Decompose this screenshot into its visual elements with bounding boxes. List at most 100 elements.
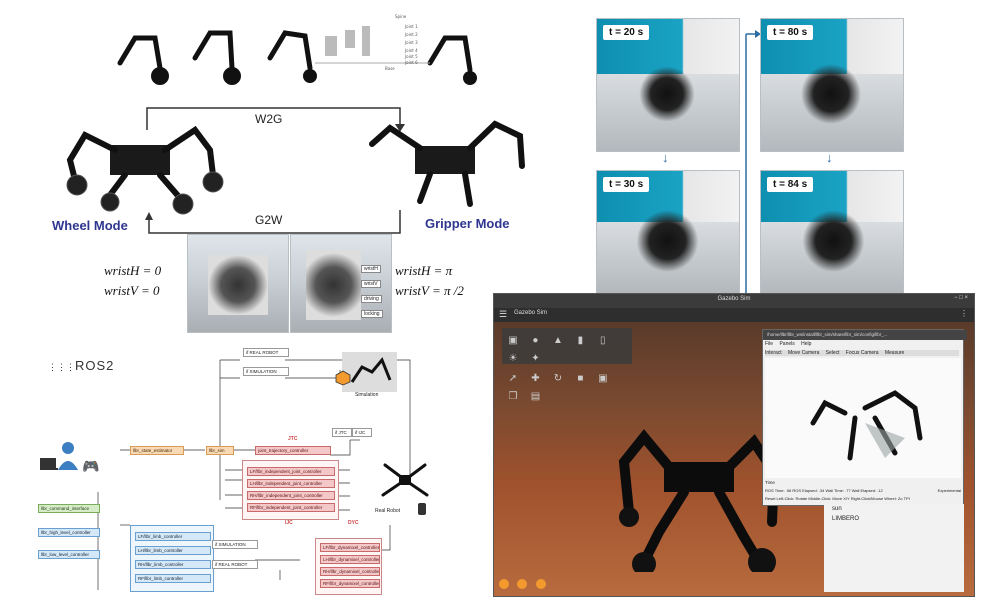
high-level-controller-node: llbr_high_level_controller (38, 528, 100, 537)
mini-label: Joint 4 (404, 48, 418, 53)
select-tool-icon[interactable]: ➚ (508, 373, 518, 384)
cylinder-tool-icon[interactable]: ▮ (577, 335, 584, 346)
real-robot-switch: if REAL ROBOT (243, 348, 289, 357)
dyc-group: LF/llbr_dynamixel_controller LH/llbr_dyn… (315, 538, 382, 595)
copy-tool-icon[interactable]: ❐ (508, 391, 518, 402)
dyc-node: RF/llbr_dynamixel_controller (320, 579, 380, 588)
subwindow-path: /home/llbr/llbr_ws/install/llbr_sim/shar… (763, 330, 967, 340)
menu-file[interactable]: File (765, 341, 774, 347)
gazebo-sim-label: Gazebo Sim (514, 310, 548, 316)
dyc-node: RH/llbr_dynamixel_controller (320, 567, 380, 576)
ijc-node: RH/llbr_independent_joint_controller (247, 491, 335, 500)
ijc-node: RF/llbr_independent_joint_controller (247, 503, 335, 512)
jtc-switch: if JTC (332, 428, 352, 437)
gamepad-icon: 🎮 (82, 458, 100, 474)
gripper-mode-robot (369, 120, 525, 207)
left-wristH: wristH = 0 (104, 263, 162, 278)
timeline-panel: t = 20 s t = 30 s ↓ t = 80 s t = 84 s ↓ (590, 10, 990, 298)
limb-node: RF/llbr_limb_controller (135, 574, 211, 583)
tool-interact[interactable]: Interact (765, 350, 782, 356)
wheel-mode-label: Wheel Mode (52, 218, 128, 233)
photo-label: locking (361, 310, 383, 318)
gripper-mode-label: Gripper Mode (425, 216, 510, 231)
light-tool-icon[interactable]: ☀ (508, 353, 518, 364)
status-line: ROS Time: .96 ROS Elapsed: .34 Wall Time… (765, 488, 883, 493)
help-line: Reset Left-Click: Rotate Middle-Click: M… (765, 496, 910, 501)
limb-node: LF/llbr_limb_controller (135, 532, 211, 541)
translate-tool-icon[interactable]: ✚ (531, 373, 540, 384)
down-arrow-icon: ↓ (662, 150, 669, 165)
cone-tool-icon[interactable]: ▲ (552, 335, 563, 346)
menu-panels[interactable]: Panels (779, 341, 795, 347)
ijc-node: LH/llbr_independent_joint_controller (247, 479, 335, 488)
close-icon[interactable]: × (964, 295, 968, 301)
simulation-switch-2: if SIMULATION (212, 540, 258, 549)
frame-photo: t = 30 s (596, 170, 740, 294)
dyc-title: DYC (348, 520, 359, 526)
kebab-menu-icon[interactable]: ⋮ (960, 309, 968, 318)
mini-label: Base (385, 66, 395, 71)
subwindow-viewport[interactable] (765, 358, 961, 478)
box-tool-icon[interactable]: ▣ (508, 335, 518, 346)
ijc-title: IJC (285, 520, 293, 526)
frame-label: t = 80 s (767, 25, 814, 40)
scale-tool-icon[interactable]: ■ (577, 373, 584, 384)
pause-button[interactable] (499, 579, 509, 589)
reset-button[interactable] (535, 579, 546, 589)
mini-label: Joint 3 (404, 40, 418, 45)
maximize-icon[interactable]: □ (959, 295, 963, 301)
dyc-node: LH/llbr_dynamixel_controller (320, 555, 380, 564)
tree-item-limbero[interactable]: LIMBERO (832, 516, 860, 522)
gripper-joint-photo: wristH wristV driving locking (290, 234, 392, 333)
photo-label: wristH (361, 265, 381, 273)
paste-tool-icon[interactable]: ▤ (530, 391, 541, 402)
ros2-logo-text: ROS2 (75, 358, 115, 373)
right-wristH: wristH = π (395, 263, 453, 278)
gazebo-cube-icon (335, 370, 351, 386)
menu-help[interactable]: Help (801, 341, 812, 347)
tree-item-sun[interactable]: sun (832, 506, 842, 512)
capsule-tool-icon[interactable]: ▯ (600, 335, 606, 346)
tool-focus-camera[interactable]: Focus Camera (845, 350, 879, 356)
down-arrow-icon: ↓ (826, 150, 833, 165)
simulation-label: Simulation (355, 392, 379, 398)
wheel-mode-robot (66, 125, 224, 215)
dyc-node: LF/llbr_dynamixel_controller (320, 543, 380, 552)
frame-label: t = 20 s (603, 25, 650, 40)
screenshot-tool-icon[interactable]: ▣ (598, 373, 608, 384)
subwindow-tools: Interact Move Camera Select Focus Camera… (765, 350, 959, 356)
g2w-label: G2W (255, 213, 283, 227)
spotlight-tool-icon[interactable]: ✦ (531, 353, 540, 364)
minimize-icon[interactable]: − (954, 295, 958, 301)
jtc-title: JTC (288, 436, 298, 442)
tool-move-camera[interactable]: Move Camera (787, 350, 820, 356)
battery-icon (418, 503, 426, 515)
frame-label: t = 30 s (603, 177, 650, 192)
real-robot-icon (381, 463, 429, 497)
user-icon (40, 442, 78, 470)
tool-measure[interactable]: Measure (884, 350, 905, 356)
step-button[interactable] (517, 579, 528, 589)
frame-photo: t = 84 s (760, 170, 904, 294)
playback-controls (499, 576, 546, 594)
limb-node: LH/llbr_limb_controller (135, 546, 211, 555)
llbr-sim-node: llbr_sim (206, 446, 234, 455)
hamburger-icon[interactable]: ☰ (499, 309, 508, 319)
subwindow-menu: File Panels Help (765, 341, 816, 347)
window-controls: − □ × (954, 295, 968, 301)
mini-label: Joint 1 (404, 24, 418, 29)
simulation-switch: if SIMULATION (243, 367, 289, 376)
time-header: Time (765, 480, 775, 485)
rotate-tool-icon[interactable]: ↻ (553, 373, 563, 384)
mini-label: Spine (395, 14, 407, 19)
entity-tree: sun LIMBERO (824, 504, 964, 592)
mini-label: Joint 2 (404, 32, 418, 37)
sphere-tool-icon[interactable]: ● (532, 335, 539, 346)
tool-select[interactable]: Select (825, 350, 840, 356)
state-estimator-node: llbr_state_estimator (130, 446, 184, 455)
frame-photo: t = 20 s (596, 18, 740, 152)
rviz-robot (810, 390, 923, 461)
wheel-joint-photo (187, 234, 289, 333)
gazebo-menubar: ☰ Gazebo Sim ⋮ (494, 308, 974, 322)
low-level-controller-node: llbr_low_level_controller (38, 550, 100, 559)
